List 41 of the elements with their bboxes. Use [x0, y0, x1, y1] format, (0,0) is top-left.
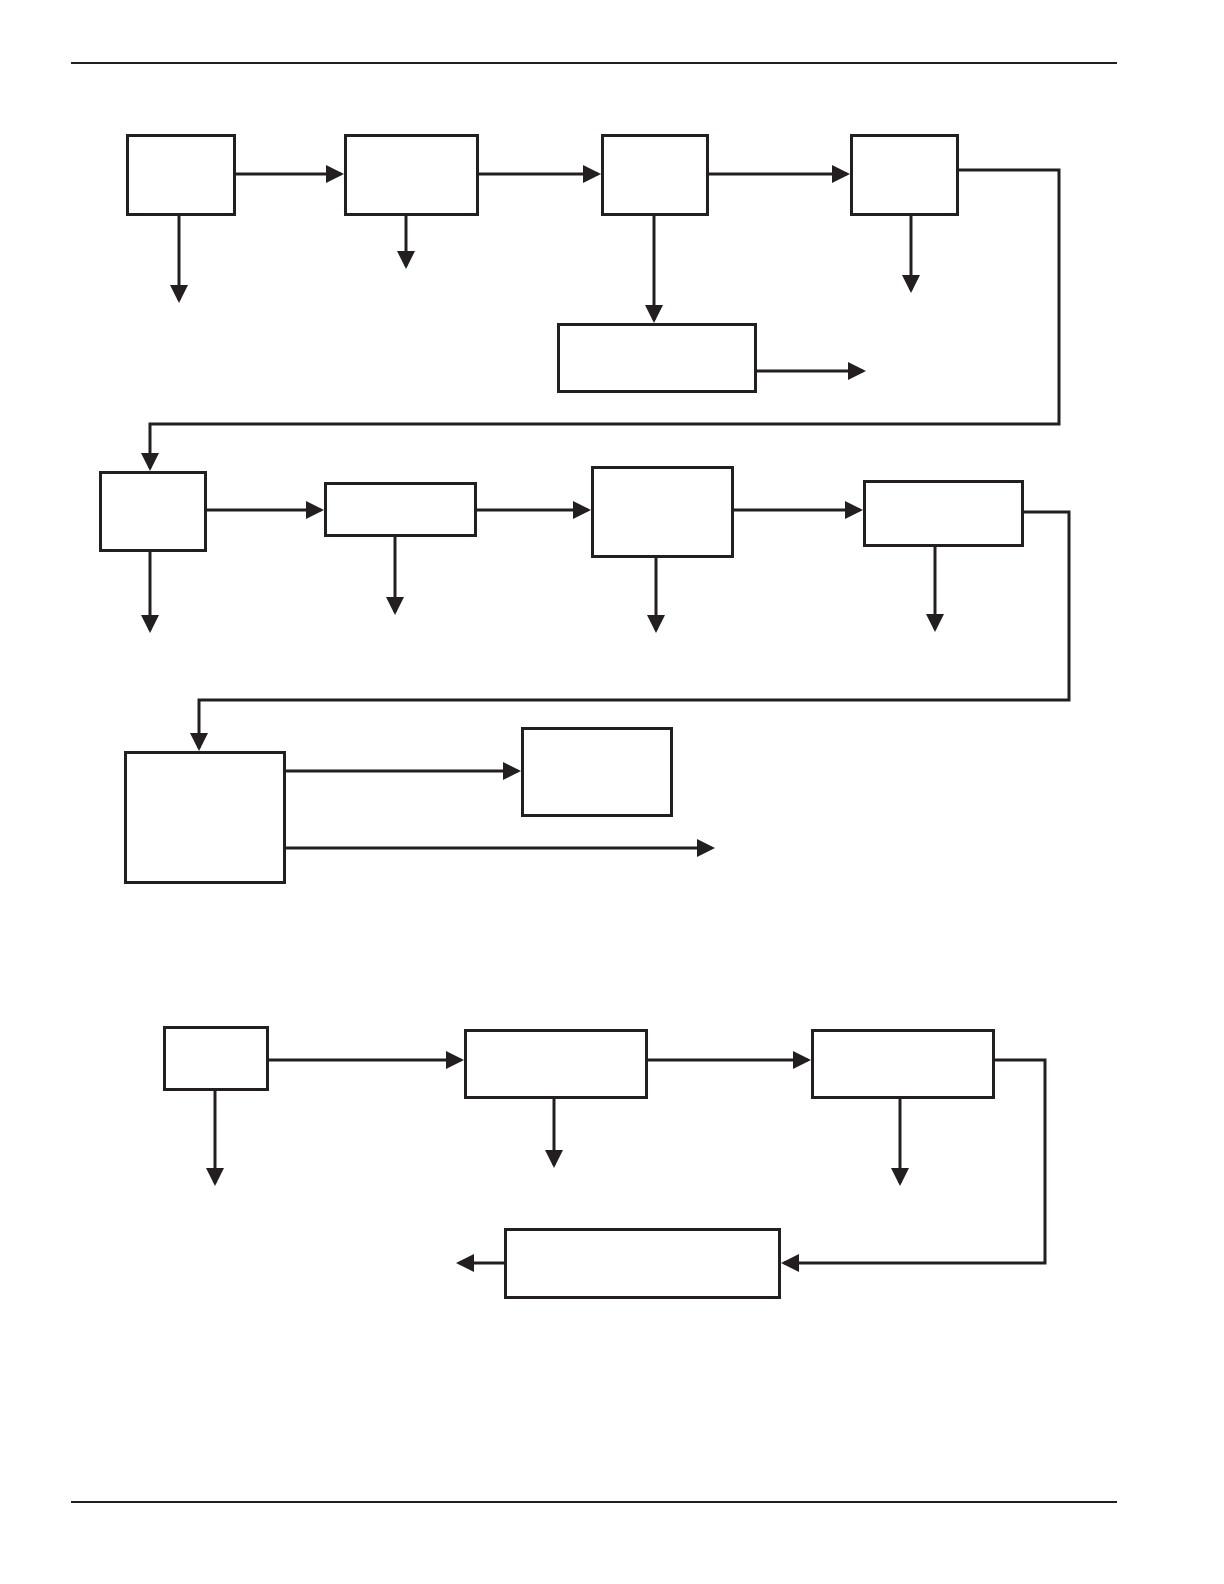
arrow	[477, 501, 591, 519]
arrow	[891, 1099, 909, 1186]
process-box	[324, 482, 477, 537]
arrow	[207, 501, 324, 519]
arrow	[648, 1051, 811, 1069]
arrow	[926, 547, 944, 632]
arrow	[781, 1058, 1047, 1272]
arrow	[170, 216, 188, 303]
process-box	[163, 1026, 269, 1091]
process-box	[344, 134, 479, 216]
arrow	[190, 510, 1071, 751]
process-box	[591, 466, 734, 558]
process-box	[126, 134, 236, 216]
arrow	[269, 1051, 464, 1069]
arrow	[645, 216, 663, 323]
arrow	[902, 216, 920, 293]
arrow	[286, 762, 521, 780]
process-box	[99, 471, 207, 552]
process-box	[464, 1029, 648, 1099]
process-box	[863, 480, 1024, 547]
process-box	[557, 323, 757, 393]
arrow	[647, 558, 665, 633]
arrow	[456, 1254, 504, 1272]
arrow	[709, 165, 850, 183]
process-box	[504, 1228, 781, 1299]
arrow	[479, 165, 601, 183]
process-box	[601, 134, 709, 216]
process-box	[850, 134, 959, 216]
process-box	[811, 1029, 995, 1099]
arrow	[141, 552, 159, 633]
arrow	[206, 1091, 224, 1186]
arrow	[545, 1099, 563, 1168]
arrow	[141, 168, 1061, 471]
arrow	[386, 537, 404, 615]
process-box	[521, 727, 673, 817]
process-box	[124, 751, 286, 884]
arrow	[757, 362, 866, 380]
arrow	[397, 216, 415, 269]
arrow	[236, 165, 344, 183]
arrow	[734, 501, 863, 519]
arrow	[286, 839, 715, 857]
